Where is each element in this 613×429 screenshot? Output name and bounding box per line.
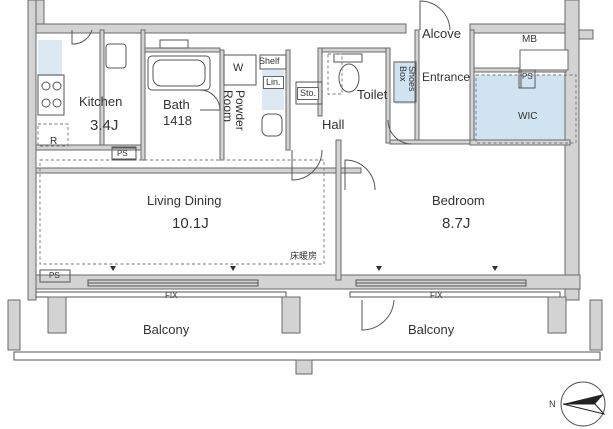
living-dining-area: 10.1J xyxy=(172,215,209,232)
bedroom-area: 8.7J xyxy=(442,215,471,232)
north-label: N xyxy=(549,399,556,409)
refrigerator-label: R xyxy=(50,136,58,147)
toilet-fixture xyxy=(327,53,363,95)
powder-fixtures xyxy=(223,54,287,137)
balcony-rails xyxy=(13,291,601,375)
alcove-label: Alcove xyxy=(422,26,462,41)
living-dining-label: Living Dining xyxy=(147,193,222,208)
bath-label: Bath xyxy=(163,97,190,112)
mb-label: MB xyxy=(522,34,537,45)
wic-area xyxy=(474,75,577,145)
kitchen-label: Kitchen xyxy=(79,94,123,109)
shoes-box-area xyxy=(395,62,417,104)
fix-left-label: FIX xyxy=(165,291,178,300)
ps-kitchen-label: PS xyxy=(117,149,128,158)
storage-label: Sto. xyxy=(297,87,320,100)
linen-label: Lin. xyxy=(263,76,284,89)
doors xyxy=(71,0,451,331)
shelf-label: Shelf xyxy=(259,56,280,66)
kitchen-area: 3.4J xyxy=(90,117,119,134)
windows xyxy=(87,266,527,287)
washer-label: W xyxy=(233,62,244,74)
bedroom-label: Bedroom xyxy=(432,193,485,208)
floor-heating-label: 床暖房 xyxy=(290,251,318,261)
wic-label: WIC xyxy=(518,111,538,122)
floor-heating-boundary xyxy=(39,159,325,265)
north-compass xyxy=(560,381,606,427)
balcony-right-label: Balcony xyxy=(408,322,455,337)
entrance-label: Entrance xyxy=(422,70,471,84)
balcony-left-label: Balcony xyxy=(143,322,190,337)
shoes-box-label: Shoes Box xyxy=(398,66,417,92)
toilet-label: Toilet xyxy=(357,87,388,102)
ps-living-label: PS xyxy=(49,271,60,280)
bath-size: 1418 xyxy=(163,113,192,128)
hall-label: Hall xyxy=(322,117,345,132)
powder-room-label: Powder Room xyxy=(221,90,247,131)
fix-right-label: FIX xyxy=(430,291,443,300)
ps-wic-label: PS xyxy=(522,72,533,81)
bathtub xyxy=(147,39,211,91)
ps-boxes xyxy=(39,69,536,283)
kitchen-wet-area xyxy=(38,40,62,76)
